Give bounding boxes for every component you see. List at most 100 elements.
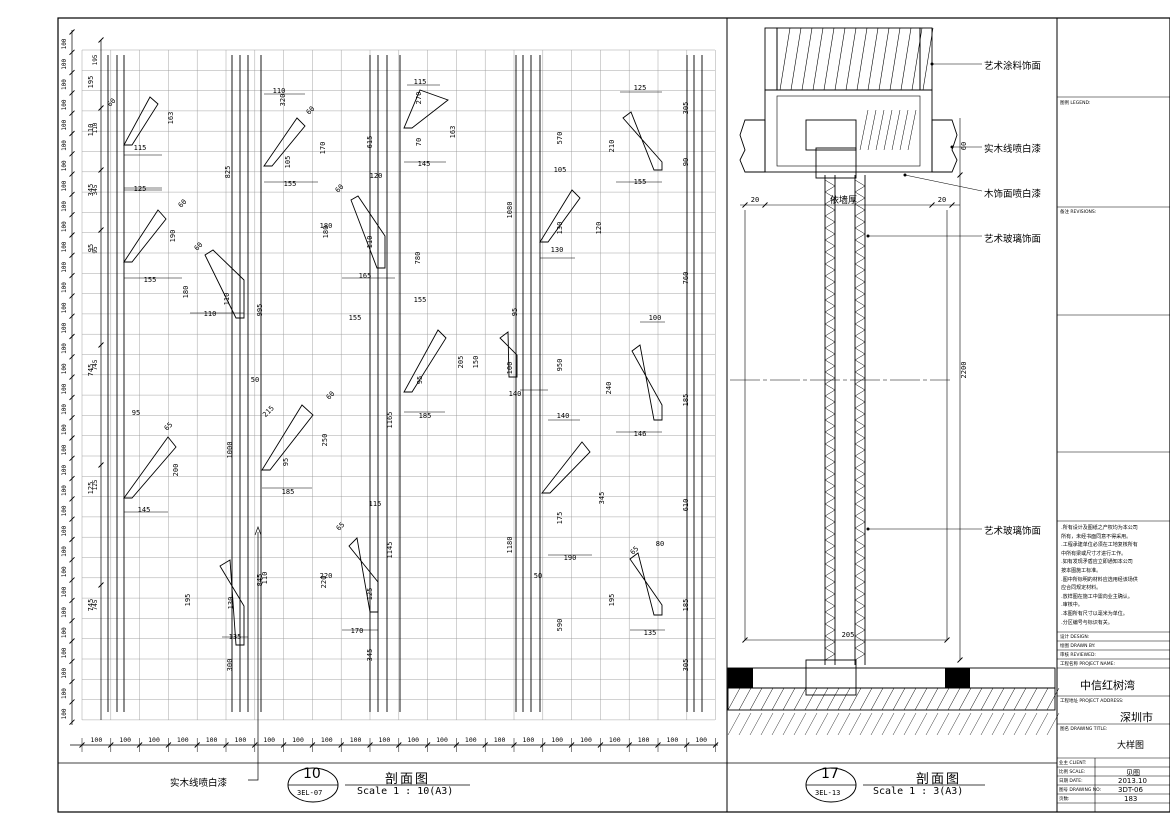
glass-hatch [824,599,836,613]
glass-hatch [824,383,836,397]
glass-hatch [854,263,866,277]
scale-label: 比例 SCALE: [1059,770,1086,775]
floor-hatch [914,687,928,711]
right-label-glass-2: 艺术玻璃饰面 [984,526,1042,537]
side-dimension-label: 100 [61,464,68,475]
dimension-label: 95 [282,458,290,466]
glass-hatch [824,179,836,193]
side-dimension-label: 100 [61,688,68,699]
drawing-no-value: 3DT-06 [1118,786,1143,794]
side-dimension-label: 100 [61,546,68,557]
glass-hatch [854,551,866,565]
glass-hatch [854,539,866,553]
bottom-dimension-label: 100 [177,736,189,744]
dimension-tick [69,49,75,56]
slanted-bar [204,249,245,319]
side-dimension-label: 100 [61,647,68,658]
dimension-label: 163 [449,126,457,139]
floor-hatch [1024,687,1038,711]
wall-hatch [856,27,868,91]
slanted-bar [123,96,159,146]
bottom-dimension-label: 100 [379,736,391,744]
side-dimension-label: 100 [61,302,68,313]
dimension-label: 155 [414,296,427,304]
dimension-tick [69,414,75,421]
dimension-tick [69,617,75,624]
leader-dot [930,62,934,66]
glass-hatch [824,263,836,277]
floor-hatch [936,687,950,711]
dimension-tick [69,130,75,137]
glass-hatch [824,443,836,457]
side-dimension-label: 100 [61,180,68,191]
left-bubble-ref: 3EL-07 [297,789,323,797]
dimension-label: 170 [351,627,364,635]
glass-hatch [854,251,866,265]
side-dimension-label: 100 [61,708,68,719]
dimension-label: 190 [169,230,177,243]
side-dimension-label: 100 [61,79,68,90]
glass-hatch [854,491,866,505]
glass-hatch [824,635,836,649]
glass-hatch [854,623,866,637]
glass-hatch [854,239,866,253]
side-dimension-label: 100 [61,119,68,130]
dimension-label: 60 [325,390,337,402]
ground-hatch [826,712,840,736]
dimension-label: 60 [193,241,205,253]
bottom-dimension-label: 100 [119,736,131,744]
side-dimension-label: 100 [61,383,68,394]
wall-hatch [889,27,901,91]
ground-hatch [1035,712,1049,736]
dimension-label: 135 [229,633,242,641]
checked-label: 审核 REVIEWED: [1060,653,1096,658]
wall-hatch [801,27,813,91]
dimension-label: 140 [509,390,522,398]
dimension-label: 180 [322,226,330,239]
left-dimension-labels: 1151251551451551851101351651851701451301… [87,76,690,672]
glass-hatch [824,587,836,601]
glass-hatch [854,383,866,397]
ground-hatch [903,712,917,736]
floor-hatch [760,687,774,711]
dimension-label: 320 [279,94,287,107]
side-dimension-label: 100 [61,221,68,232]
dimension-label: 50 [534,572,542,580]
bottom-dimension-label: 100 [148,736,160,744]
floor-trim-right [945,668,970,688]
ground-hatch [980,712,994,736]
frame-hatch [883,109,893,151]
bottom-dimension-label: 100 [292,736,304,744]
dimension-tick [957,657,963,663]
project-name: 中信红树湾 [1080,679,1135,692]
ground-hatch [1013,712,1027,736]
right-label-glass-1: 艺术玻璃饰面 [984,234,1042,245]
floor-hatch [881,687,895,711]
glass-hatch [854,359,866,373]
scale-value: 见图 [1126,769,1140,777]
ground-hatch [837,712,851,736]
ground-hatch [771,712,785,736]
dimension-label: 220 [320,576,328,589]
dimension-label: 65 [163,421,175,433]
right-dim-wall: 依墙厚 [830,196,858,206]
dimension-label: 60 [960,142,968,150]
slanted-bar [499,331,518,378]
dimension-label: 2200 [960,362,968,379]
dimension-tick [69,556,75,563]
dimension-label: 165 [359,272,372,280]
general-notes: .所有设计及图纸之产权均为本公司 所有，未经书面同意不得采用。 .工程承建单位必… [1061,525,1138,626]
leader-dot [866,234,870,238]
dimension-label: 110 [92,122,99,133]
glass-hatch [824,395,836,409]
drawn-label: 绘图 DRAWN BY: [1060,644,1096,649]
dimension-label: 950 [556,359,564,372]
dimension-label: 345 [87,184,95,197]
glass-hatch [854,347,866,361]
side-dimension-label: 100 [61,160,68,171]
dimension-tick [69,475,75,482]
ground-hatch [925,712,939,736]
side-dimension-label: 100 [61,424,68,435]
dimension-tick [69,719,75,726]
dimension-label: 1000 [226,442,234,459]
